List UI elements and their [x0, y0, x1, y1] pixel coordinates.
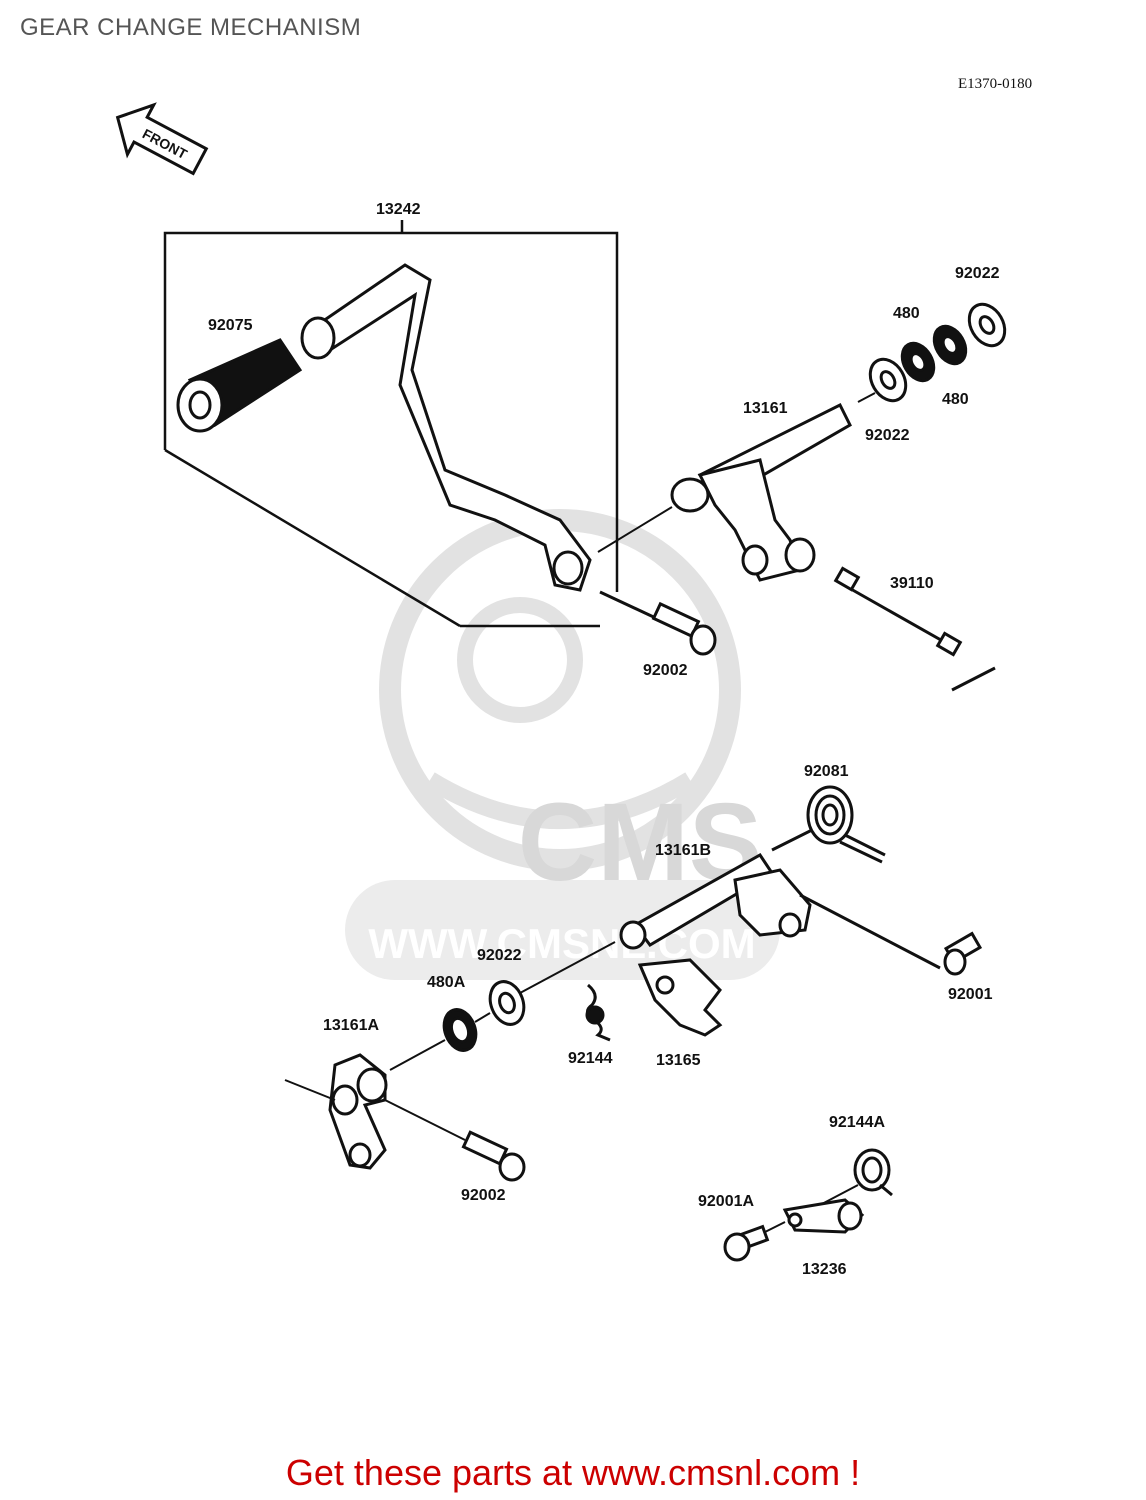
spring-92081	[806, 785, 886, 864]
label-480-top: 480	[893, 305, 920, 322]
bolt-92002-low	[384, 1099, 526, 1182]
label-92022-low: 92022	[477, 947, 522, 964]
label-13236: 13236	[802, 1261, 847, 1278]
plate-13165	[637, 958, 723, 1037]
front-arrow-icon: FRONT	[115, 102, 209, 176]
bolt-92001A	[723, 1221, 786, 1262]
label-92022-top: 92022	[955, 265, 1000, 282]
part-labels: 13242 92075 92022 480 480 92022 13161 39…	[208, 201, 1000, 1278]
label-13161A: 13161A	[323, 1017, 379, 1034]
watermark: CMS WWW.CMSNL.COM	[345, 509, 780, 980]
label-39110: 39110	[890, 575, 934, 592]
pin-92001	[799, 893, 983, 976]
label-92022-mid: 92022	[865, 427, 910, 444]
label-92144A: 92144A	[829, 1114, 885, 1131]
washers-top	[868, 302, 1007, 403]
washers-lower	[442, 941, 616, 1052]
shaft-13161B	[619, 828, 813, 950]
shaft-13161	[670, 402, 852, 582]
rubber-92075	[176, 338, 303, 433]
arm-13161A	[284, 1039, 446, 1170]
label-92002-top: 92002	[643, 662, 688, 679]
label-92001A: 92001A	[698, 1193, 754, 1210]
diagram-code: E1370-0180	[958, 76, 1033, 92]
bracket-13242	[163, 220, 619, 628]
leader-lines-upper	[597, 392, 876, 553]
watermark-url: WWW.CMSNL.COM	[368, 920, 755, 967]
label-13242: 13242	[376, 201, 421, 218]
label-480-mid: 480	[942, 391, 969, 408]
label-13161: 13161	[743, 400, 788, 417]
label-480A: 480A	[427, 974, 466, 991]
bolt-92002-top	[599, 590, 717, 656]
label-92144: 92144	[568, 1050, 613, 1067]
label-13165: 13165	[656, 1052, 701, 1069]
label-92001: 92001	[948, 986, 993, 1003]
spring-92144A	[819, 1148, 893, 1206]
footer-cta-link[interactable]: Get these parts at www.cmsnl.com !	[285, 1452, 861, 1493]
label-92075: 92075	[208, 317, 253, 334]
label-13161B: 13161B	[655, 842, 711, 859]
tie-rod-39110	[833, 566, 996, 692]
label-92002-low: 92002	[461, 1187, 506, 1204]
lever-13236	[782, 1198, 865, 1234]
shift-pedal	[300, 263, 592, 592]
spring-92144	[585, 983, 611, 1042]
label-92081: 92081	[804, 763, 849, 780]
page-title: GEAR CHANGE MECHANISM	[20, 14, 362, 41]
